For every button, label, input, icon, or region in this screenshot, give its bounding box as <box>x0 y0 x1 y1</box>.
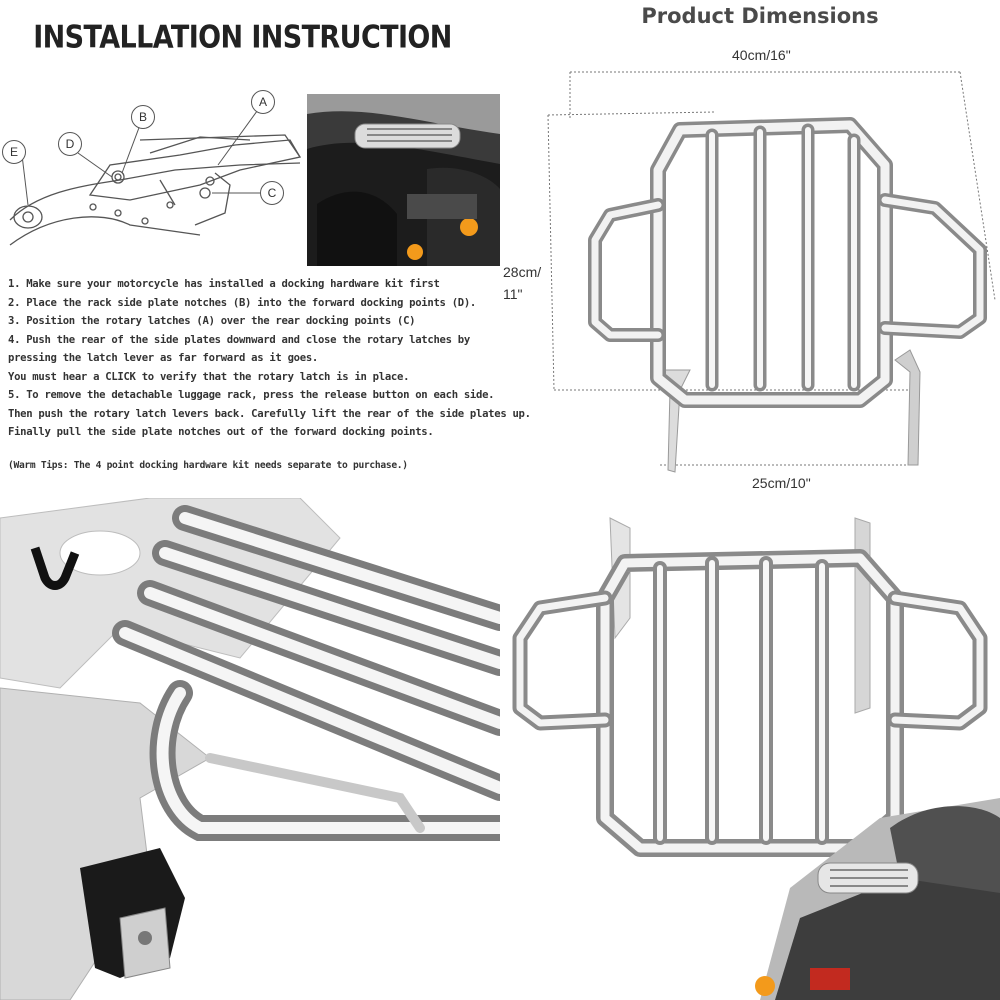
width-bottom-label: 25cm/10" <box>752 475 811 491</box>
step-5-end: Finally pull the side plate notches out … <box>8 426 434 438</box>
step-3: 3. Position the rotary latches (A) over … <box>8 315 416 327</box>
callout-d: D <box>58 132 82 156</box>
inset-motorcycle-photo <box>755 798 1000 1000</box>
step-4-note: You must hear a CLICK to verify that the… <box>8 370 410 383</box>
step-1: 1. Make sure your motorcycle has install… <box>8 278 440 290</box>
callout-b: B <box>131 105 155 129</box>
height-label-line2: 11" <box>503 286 523 302</box>
step-5: 5. To remove the detachable luggage rack… <box>8 389 495 401</box>
installation-title: INSTALLATION INSTRUCTION <box>33 19 452 56</box>
step-5-cont: Then push the rotary latch levers back. … <box>8 407 531 420</box>
callout-c: C <box>260 181 284 205</box>
rack-dimension-photo <box>547 71 996 473</box>
rack-front-photo <box>500 498 1000 1000</box>
step-4: 4. Push the rear of the side plates down… <box>8 333 470 346</box>
rack-closeup-photo <box>0 498 500 1000</box>
instruction-steps: 1. Make sure your motorcycle has install… <box>8 275 531 442</box>
warm-tip: (Warm Tips: The 4 point docking hardware… <box>8 460 408 471</box>
callout-a: A <box>251 90 275 114</box>
step-4-cont: pressing the latch lever as far forward … <box>8 352 318 364</box>
dimensions-title: Product Dimensions <box>641 4 879 28</box>
step-2: 2. Place the rack side plate notches (B)… <box>8 296 477 309</box>
callout-e: E <box>2 140 26 164</box>
motorcycle-photo <box>307 94 500 266</box>
width-top-label: 40cm/16" <box>732 47 791 63</box>
line-diagram <box>9 106 302 246</box>
height-label-line1: 28cm/ <box>503 264 542 280</box>
